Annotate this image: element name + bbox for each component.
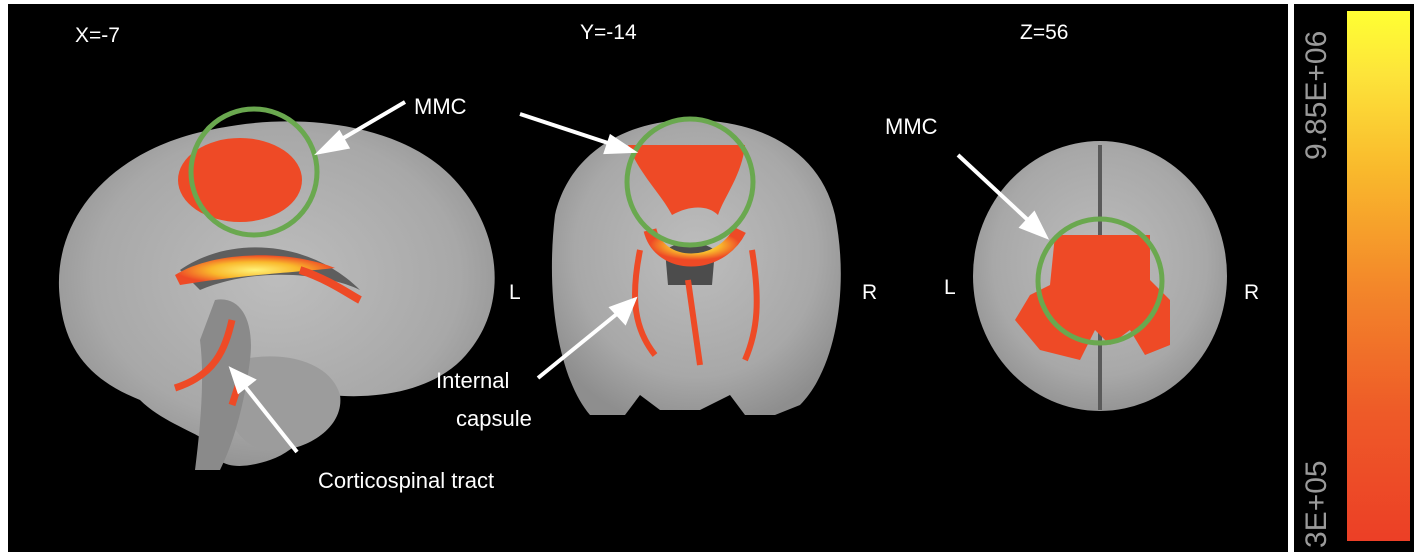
colorbar-max-label: 9.85E+06 [1300,30,1333,160]
colorbar-min-label: 3E+05 [1300,460,1333,548]
mmc-label-top: MMC [414,94,467,119]
arrow-internal-capsule [536,311,620,380]
coronal-coordinate: Y=-14 [580,21,637,44]
corticospinal-label: Corticospinal tract [318,468,495,493]
axial-roi-circle [1035,216,1165,346]
sagittal-brainstem [195,299,251,470]
arrow-mmc-sagittal-head [314,129,351,156]
axial-coordinate: Z=56 [1020,21,1069,44]
axial-left-label: L [944,276,956,299]
sagittal-cc-activation [175,255,335,285]
coronal-mmc-activation [628,145,745,215]
sagittal-roi-circle [188,106,320,238]
sagittal-posterior-tract [298,266,362,304]
arrow-mmc-coronal [519,112,615,147]
axial-view [973,141,1227,411]
arrow-corticospinal [241,382,299,454]
arrow-internal-capsule-head [608,296,638,326]
sagittal-coordinate: X=-7 [75,24,120,47]
internal-capsule-label-line2: capsule [456,406,532,431]
arrow-mmc-axial-head [1018,210,1050,240]
mmc-label-axial: MMC [885,114,938,139]
axial-right-label: R [1244,281,1260,304]
coronal-cc-activation [643,226,746,267]
sagittal-mmc-activation [178,138,302,222]
coronal-right-label: R [862,281,878,304]
coronal-left-label: L [509,281,521,304]
divider [1288,4,1294,552]
internal-capsule-label-line1: Internal [436,368,510,393]
colorbar [1347,11,1410,541]
coronal-internal-capsule-activation [632,249,760,366]
sagittal-brain [58,121,495,466]
sagittal-view [58,106,495,470]
coronal-roi-circle [624,116,756,248]
coronal-view [551,116,841,415]
arrow-mmc-sagittal [333,100,407,145]
arrow-corticospinal-head [228,366,257,395]
arrow-mmc-axial [956,153,1032,224]
arrow-mmc-coronal-head [603,133,639,155]
axial-activation [1015,235,1170,360]
arrows [228,100,1050,454]
